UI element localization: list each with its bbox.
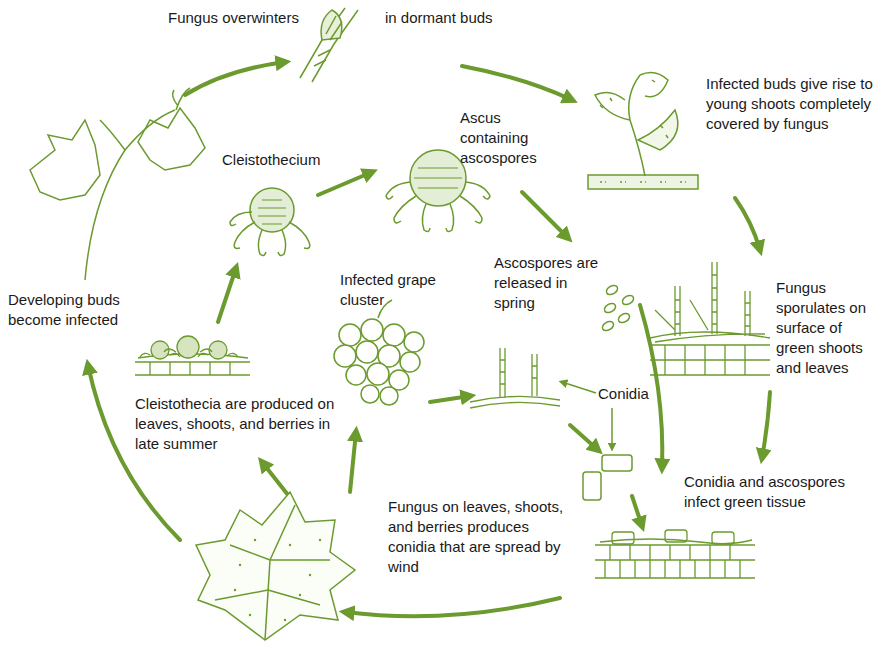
conidia bbox=[583, 455, 632, 500]
cleistothecia-on-tissue bbox=[135, 336, 250, 375]
stage-caption: Cleistothecia are produced on leaves, sh… bbox=[135, 394, 340, 454]
stage-caption: Conidia and ascospores infect green tiss… bbox=[684, 472, 874, 512]
stage-caption: Fungus on leaves, shoots, and berries pr… bbox=[388, 497, 566, 577]
green-tissue bbox=[595, 530, 755, 578]
sporulating-hyphae bbox=[650, 262, 770, 375]
stage-caption: Fungus sporulates on surface of green sh… bbox=[776, 278, 880, 378]
grapevine-shoot bbox=[30, 88, 205, 280]
ascospores bbox=[601, 284, 635, 333]
stage-caption: Developing buds become infected bbox=[8, 290, 158, 330]
grape-cluster bbox=[334, 300, 424, 405]
stage-caption: in dormant buds bbox=[385, 8, 545, 28]
infected-leaf bbox=[196, 492, 355, 640]
cleistothecium bbox=[230, 188, 310, 256]
dormant-bud bbox=[300, 8, 358, 82]
conidiophores bbox=[470, 348, 560, 408]
stage-caption: Fungus overwinters bbox=[168, 8, 348, 28]
infected-shoot bbox=[588, 72, 698, 189]
stage-caption: Infected grape cluster bbox=[340, 270, 450, 310]
stage-caption: Cleistothecium bbox=[222, 150, 352, 170]
stage-caption: Conidia bbox=[598, 384, 668, 404]
cycle-arrows bbox=[88, 62, 770, 616]
stage-caption: Infected buds give rise to young shoots … bbox=[706, 74, 880, 134]
stage-caption: Ascus containing ascospores bbox=[460, 108, 552, 168]
stage-caption: Ascospores are released in spring bbox=[494, 253, 602, 313]
